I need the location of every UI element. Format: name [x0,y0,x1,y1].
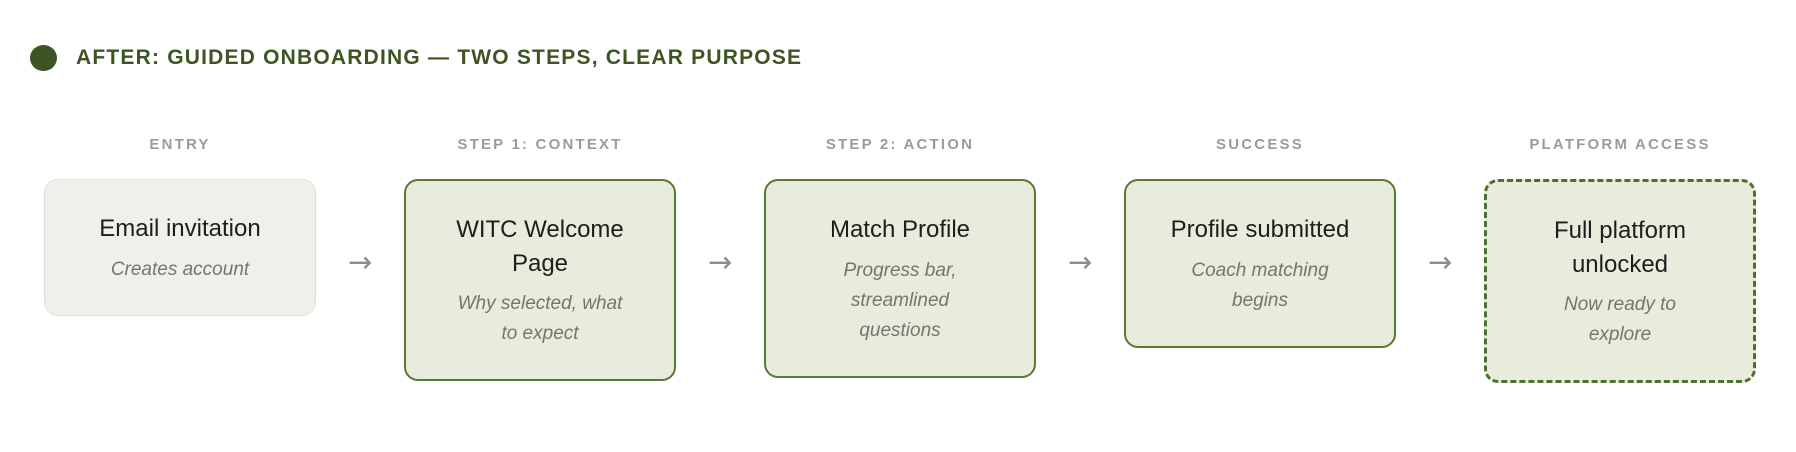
stage-label: PLATFORM ACCESS [1529,136,1711,153]
bullet-circle-icon [30,45,57,71]
stage-label: STEP 1: CONTEXT [457,136,623,153]
card-title: Profile submitted [1170,216,1350,243]
flow-row: ENTRY Email invitation Creates account →… [44,136,1796,384]
arrow-right-icon: → [347,245,373,279]
stage-label: ENTRY [149,136,211,153]
stage-platform-access: PLATFORM ACCESS Full platform unlocked N… [1484,136,1756,384]
diagram-title: AFTER: GUIDED ONBOARDING — TWO STEPS, CL… [76,46,803,69]
stage-label: STEP 2: ACTION [825,136,975,153]
card-subtitle: Progress bar, streamlined questions [843,259,957,341]
stage-card-match-profile: Match Profile Progress bar, streamlined … [764,179,1036,378]
card-subtitle: Now ready to explore [1564,294,1676,346]
arrow-right-icon: → [1427,245,1453,279]
card-subtitle: Coach matching begins [1191,259,1329,311]
stage-success: SUCCESS Profile submitted Coach matching… [1124,137,1396,348]
stage-label: SUCCESS [1216,136,1304,153]
stage-card-full-platform-unlocked: Full platform unlocked Now ready to expl… [1484,179,1756,384]
card-title: WITC Welcome Page [456,216,624,277]
diagram-header: AFTER: GUIDED ONBOARDING — TWO STEPS, CL… [0,0,1796,71]
card-subtitle: Why selected, what to expect [457,293,623,345]
card-subtitle: Creates account [110,258,250,280]
stage-card-witc-welcome-page: WITC Welcome Page Why selected, what to … [404,179,676,382]
card-title: Email invitation [99,215,261,242]
stage-card-email-invitation: Email invitation Creates account [44,179,316,316]
stage-entry: ENTRY Email invitation Creates account [44,137,316,316]
arrow-right-icon: → [707,245,733,279]
arrow-right-icon: → [1067,245,1093,279]
card-title: Match Profile [829,216,971,243]
stage-card-profile-submitted: Profile submitted Coach matching begins [1124,179,1396,348]
stage-step1-context: STEP 1: CONTEXT WITC Welcome Page Why se… [404,136,676,382]
stage-step2-action: STEP 2: ACTION Match Profile Progress ba… [764,137,1036,378]
card-title: Full platform unlocked [1553,217,1687,278]
